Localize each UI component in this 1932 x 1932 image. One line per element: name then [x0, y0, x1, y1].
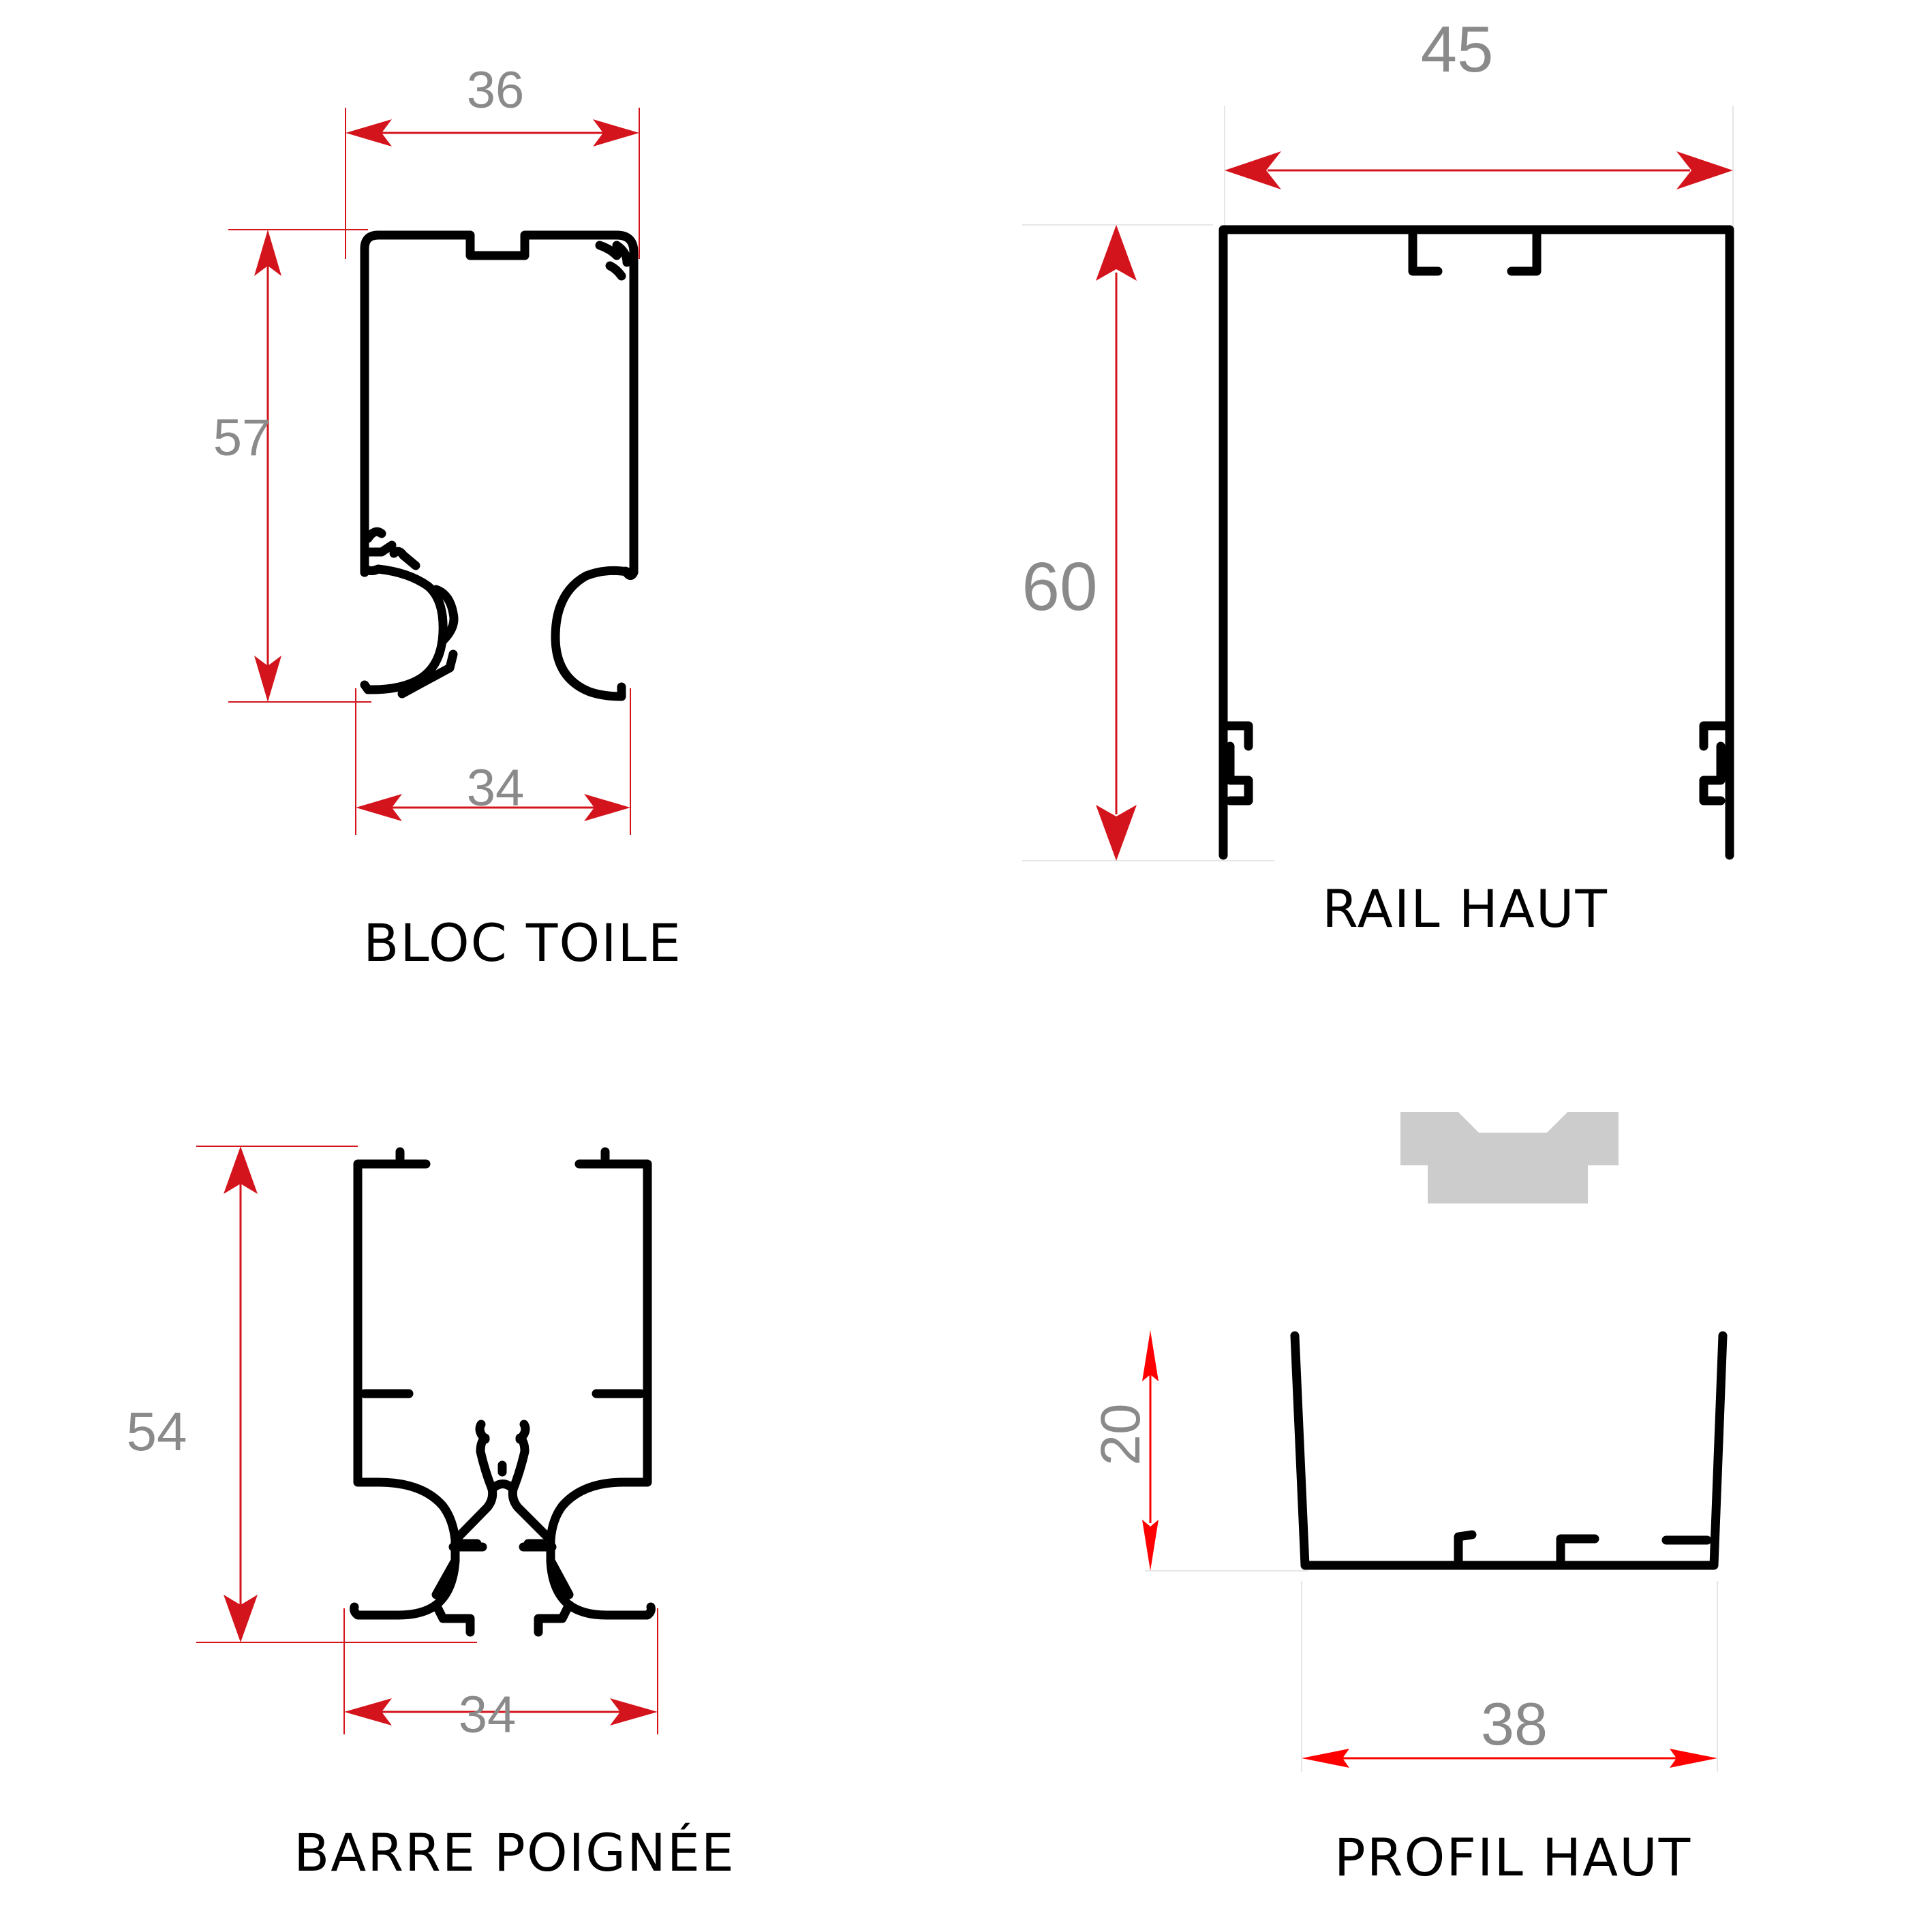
dim-profil-height: 20: [1090, 1330, 1159, 1571]
dim-profil-width-label: 38: [1481, 1690, 1548, 1758]
dim-rail-height: 60: [1022, 225, 1137, 861]
dim-rail-height-label: 60: [1022, 549, 1097, 625]
insert-ghost-shape: [1400, 1112, 1619, 1203]
dim-barre-width: 34: [344, 1686, 658, 1744]
caption-rail-haut: RAIL HAUT: [1322, 878, 1608, 939]
rail-haut-profile: [1218, 225, 1734, 860]
dim-barre-width-label: 34: [459, 1686, 517, 1744]
dim-profil-height-label: 20: [1090, 1403, 1152, 1465]
dim-bloc-bottom-width: 34: [356, 759, 630, 821]
caption-barre-poignee: BARRE POIGNÉE: [294, 1822, 735, 1883]
dim-bloc-top-width: 36: [346, 61, 639, 147]
profil-haut-profile: [1290, 1331, 1728, 1570]
dim-barre-height: 54: [127, 1146, 258, 1642]
dim-bloc-height: 57: [213, 230, 281, 702]
dim-profil-width: 38: [1302, 1690, 1717, 1768]
dim-bloc-bottom-width-label: 34: [467, 759, 525, 817]
dim-rail-width: 45: [1225, 13, 1733, 189]
panel-bloc-toile: 36 57 34 BLOC TOILE: [213, 61, 682, 973]
dim-barre-height-label: 54: [127, 1401, 187, 1462]
barre-poignee-profile: [350, 1147, 656, 1637]
panel-profil-haut: 20 38 PROFIL HAUT: [1090, 1112, 1728, 1888]
bloc-toile-profile: [360, 230, 639, 701]
caption-profil-haut: PROFIL HAUT: [1334, 1827, 1691, 1888]
dim-rail-width-label: 45: [1421, 13, 1494, 86]
dim-bloc-height-label: 57: [213, 409, 271, 467]
panel-barre-poignee: 54 34 BARRE POIGNÉE: [127, 1146, 735, 1883]
caption-bloc-toile: BLOC TOILE: [363, 913, 682, 973]
dim-bloc-top-width-label: 36: [467, 61, 525, 119]
panel-rail-haut: 45 60 RAIL HAUT: [1022, 13, 1734, 939]
